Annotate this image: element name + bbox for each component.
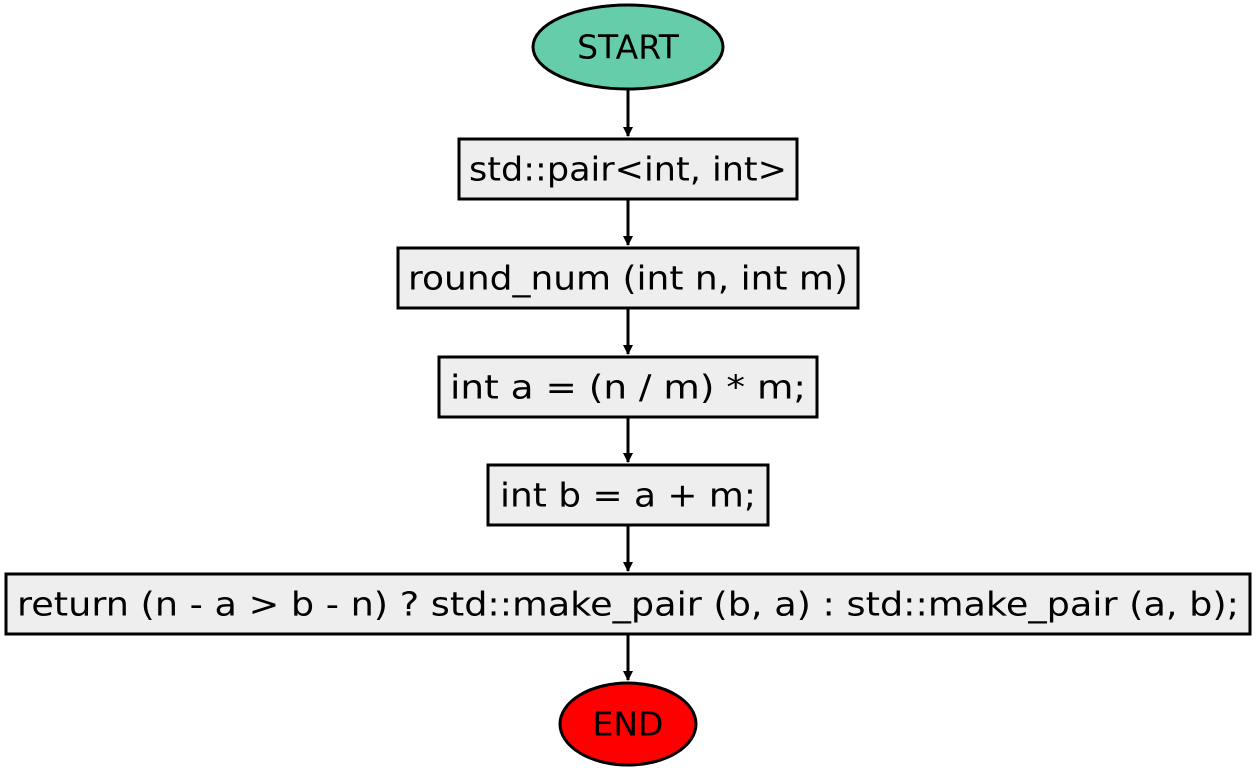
process-node-3: int a = (n / m) * m; [437, 355, 819, 419]
process-node-1: std::pair<int, int> [457, 137, 799, 201]
start-node: START [531, 3, 725, 91]
process-node-3-shape [437, 355, 819, 419]
start-node-shape [531, 3, 725, 91]
process-node-5-label: return (n - a > b - n) ? std::make_pair … [17, 585, 1239, 624]
process-node-1-shape [457, 137, 799, 201]
end-node: END [558, 681, 698, 767]
end-node-label: END [593, 705, 664, 744]
process-node-3-label: int a = (n / m) * m; [450, 368, 806, 407]
process-node-5-shape [4, 572, 1252, 636]
start-node-label: START [577, 28, 680, 67]
process-node-1-label: std::pair<int, int> [469, 150, 787, 189]
process-node-5: return (n - a > b - n) ? std::make_pair … [4, 572, 1252, 636]
process-node-4-label: int b = a + m; [500, 476, 756, 515]
process-node-2-label: round_num (int n, int m) [408, 259, 848, 298]
process-node-4: int b = a + m; [486, 463, 770, 527]
end-node-shape [558, 681, 698, 767]
process-node-2-shape [396, 246, 860, 310]
process-node-2: round_num (int n, int m) [396, 246, 860, 310]
process-node-4-shape [486, 463, 770, 527]
